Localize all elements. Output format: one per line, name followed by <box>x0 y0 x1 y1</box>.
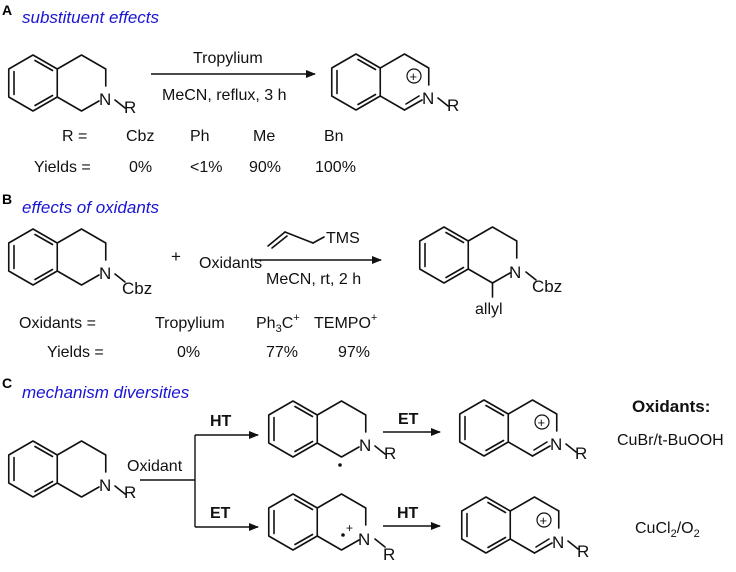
ph3c-subscript: 3 <box>276 323 282 335</box>
atom-n: N <box>422 89 434 108</box>
yield-value: 90% <box>249 159 281 176</box>
positive-charge-icon <box>536 512 552 528</box>
section-b-title: effects of oxidants <box>22 198 160 217</box>
yield-value: 0% <box>177 344 200 361</box>
ph3c-prefix: Ph <box>256 315 276 332</box>
cucl-text: CuCl <box>635 520 671 537</box>
atom-r: R <box>447 96 459 115</box>
atom-n: N <box>509 263 521 282</box>
atom-r: R <box>124 483 136 502</box>
atom-n: N <box>552 533 564 552</box>
oxidants-label: Oxidants = <box>19 315 96 332</box>
atom-cbz: Cbz <box>122 279 152 298</box>
yield-value: 0% <box>129 159 152 176</box>
thiq-reactant-a <box>7 54 126 112</box>
iminium-product-a <box>330 53 449 111</box>
r-label: R = <box>62 128 87 145</box>
reagent-conditions-a: MeCN, reflux, 3 h <box>162 87 286 104</box>
atom-n: N <box>99 90 111 109</box>
thiq-reactant-c <box>7 440 126 498</box>
r-value: Me <box>253 128 275 145</box>
atom-n: N <box>99 264 111 283</box>
reagent-conditions-b: MeCN, rt, 2 h <box>266 271 361 288</box>
tempo-charge: + <box>371 312 377 324</box>
oxidant-tropylium: Tropylium <box>155 315 225 332</box>
iminium-product-c-top <box>458 399 577 457</box>
yield-value: <1% <box>190 159 222 176</box>
allyltrimethylsilane <box>267 231 325 249</box>
o2-sub: 2 <box>694 528 700 540</box>
atom-r: R <box>577 542 589 561</box>
tempo-name: TEMPO <box>314 315 371 332</box>
radical-cation-intermediate <box>267 493 386 551</box>
section-a-title: substituent effects <box>22 8 160 27</box>
section-b-label: B <box>2 191 12 207</box>
thiq-reactant-b <box>7 228 126 286</box>
oxidant-cubr: CuBr/t-BuOOH <box>617 432 724 449</box>
r-value: Bn <box>324 128 344 145</box>
tms-label: TMS <box>326 230 360 247</box>
atom-n: N <box>358 530 370 549</box>
allylated-product-b <box>418 226 537 298</box>
ph3c-charge: + <box>293 312 299 324</box>
ht-label: HT <box>210 413 232 430</box>
atom-cbz: Cbz <box>532 277 562 296</box>
yield-value: 100% <box>315 159 356 176</box>
oxidants-word: Oxidants <box>199 255 262 272</box>
et-label: ET <box>210 505 231 522</box>
iminium-product-c-bottom <box>460 496 579 554</box>
radical-dot-icon <box>341 533 345 537</box>
yields-label: Yields = <box>47 344 104 361</box>
yield-value: 97% <box>338 344 370 361</box>
atom-r: R <box>575 444 587 463</box>
allyl-label: allyl <box>475 301 503 318</box>
oxidant-tempo: TEMPO+ <box>314 312 377 332</box>
branch-arrows <box>140 431 259 531</box>
section-c-title: mechanism diversities <box>22 383 190 402</box>
et-label: ET <box>398 411 419 428</box>
atom-n: N <box>99 476 111 495</box>
cation-plus: + <box>346 521 353 535</box>
atom-r: R <box>124 98 136 117</box>
oxidant-trityl: Ph3C+ <box>256 312 300 335</box>
oxidant-word: Oxidant <box>127 458 183 475</box>
positive-charge-icon <box>406 68 422 84</box>
radical-dot-icon <box>338 463 342 467</box>
o2-text: /O <box>677 520 694 537</box>
yield-value: 77% <box>266 344 298 361</box>
oxidant-cucl2: CuCl2/O2 <box>635 520 700 540</box>
cucl-sub: 2 <box>671 528 677 540</box>
ph3c-suffix: C <box>282 315 294 332</box>
charge-plus: + <box>538 415 546 430</box>
oxidants-heading: Oxidants: <box>632 397 710 416</box>
yields-label: Yields = <box>34 159 91 176</box>
radical-intermediate <box>267 400 386 458</box>
atom-r: R <box>383 545 395 564</box>
positive-charge-icon <box>534 414 550 430</box>
atom-n: N <box>550 435 562 454</box>
atom-r: R <box>384 444 396 463</box>
charge-plus: + <box>540 513 548 528</box>
reagent-tropylium: Tropylium <box>193 50 263 67</box>
charge-plus: + <box>410 69 418 84</box>
ht-label: HT <box>397 505 419 522</box>
atom-n: N <box>359 436 371 455</box>
r-value: Cbz <box>126 128 154 145</box>
plus-sign: + <box>171 247 181 266</box>
section-c-label: C <box>2 375 12 391</box>
section-a-label: A <box>2 2 12 18</box>
r-value: Ph <box>190 128 210 145</box>
